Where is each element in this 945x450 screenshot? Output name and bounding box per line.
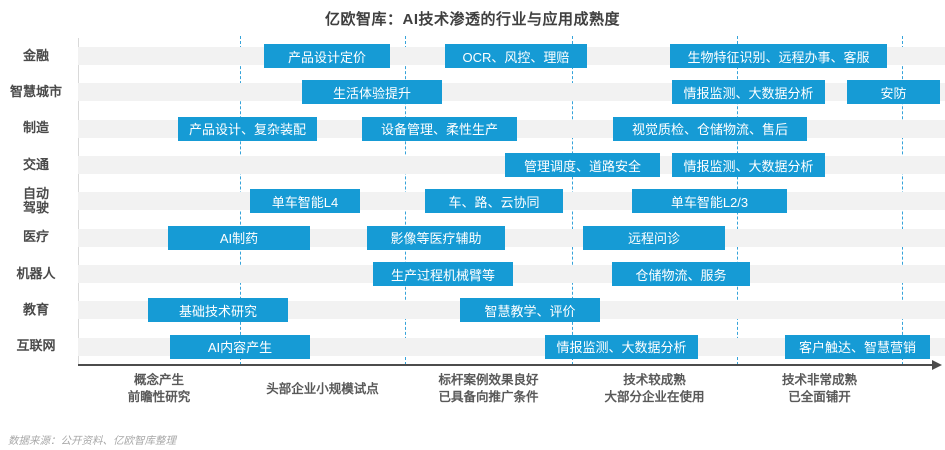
application-bar: 情报监测、大数据分析 [545, 334, 698, 359]
application-bar: 基础技术研究 [148, 298, 288, 323]
application-bar: 远程问诊 [583, 225, 725, 250]
application-bar: 车、路、云协同 [425, 189, 563, 214]
maturity-axis-line [78, 364, 934, 366]
industry-label: 教育 [22, 302, 49, 318]
axis-arrow-icon [932, 360, 942, 370]
chart-row: 金融 产品设计定价 OCR、风控、理赔 生物特征识别、远程办事、客服 [0, 38, 945, 74]
application-bar: 视觉质检、仓储物流、售后 [613, 116, 807, 141]
application-bar: 产品设计、复杂装配 [178, 116, 317, 141]
application-bar: AI制药 [168, 225, 310, 250]
application-bar: 设备管理、柔性生产 [362, 116, 517, 141]
application-bar: 生产过程机械臂等 [373, 262, 513, 287]
application-bar: OCR、风控、理赔 [445, 44, 587, 69]
stage-label: 技术较成熟 大部分企业在使用 [604, 373, 705, 404]
industry-label: 互联网 [16, 338, 56, 354]
chart-row: 交通 管理调度、道路安全情报监测、大数据分析 [0, 147, 945, 183]
application-bar: 影像等医疗辅助 [367, 225, 505, 250]
stage-labels: 概念产生 前瞻性研究 头部企业小规模试点 标杆案例效果良好 已具备向推广条件 技术较成… [0, 372, 945, 406]
application-bar: 客户触达、智慧营销 [785, 334, 930, 359]
stage-label: 概念产生 前瞻性研究 [127, 373, 191, 404]
chart-row: 智慧城市 生活体验提升 情报监测、大数据分析安防 [0, 74, 945, 110]
industry-label: 金融 [22, 47, 49, 63]
application-bar: 智慧教学、评价 [460, 298, 600, 323]
chart-row: 机器人 生产过程机械臂等 仓储物流、服务 [0, 256, 945, 292]
industry-label: 医疗 [22, 229, 49, 245]
chart-row: 互联网 AI内容产生 情报监测、大数据分析 客户触达、智慧营销 [0, 329, 945, 365]
application-bar: 管理调度、道路安全 [505, 153, 660, 178]
data-source-note: 数据来源：公开资料、亿欧智库整理 [8, 435, 176, 447]
chart-row: 医疗 AI制药 影像等医疗辅助 远程问诊 [0, 220, 945, 256]
stage-label: 头部企业小规模试点 [266, 381, 379, 396]
industry-label: 机器人 [16, 265, 56, 281]
application-bar: 单车智能L2/3 [632, 189, 787, 214]
application-bar: 情报监测、大数据分析 [672, 80, 825, 105]
stage-label: 标杆案例效果良好 已具备向推广条件 [438, 373, 539, 404]
stage-label: 技术非常成熟 已全面铺开 [781, 373, 858, 404]
application-bar: 生物特征识别、远程办事、客服 [670, 44, 887, 69]
industry-label: 自动 驾驶 [22, 185, 49, 216]
chart-row: 教育 基础技术研究 智慧教学、评价 [0, 292, 945, 328]
application-bar: 安防 [847, 80, 940, 105]
industry-label: 智慧城市 [9, 84, 62, 100]
application-bar: 单车智能L4 [250, 189, 360, 214]
application-bar: AI内容产生 [170, 334, 310, 359]
industry-label: 制造 [22, 120, 49, 136]
application-bar: 产品设计定价 [264, 44, 390, 69]
chart-row: 制造 产品设计、复杂装配 设备管理、柔性生产 视觉质检、仓储物流、售后 [0, 111, 945, 147]
application-bar: 生活体验提升 [302, 80, 442, 105]
chart-row: 自动 驾驶 单车智能L4 车、路、云协同 单车智能L2/3 [0, 183, 945, 219]
application-bar: 情报监测、大数据分析 [672, 153, 825, 178]
chart-rows: 金融 产品设计定价 OCR、风控、理赔 生物特征识别、远程办事、客服智慧城市 生活体验提… [0, 38, 945, 365]
industry-label: 交通 [22, 156, 49, 172]
application-bar: 仓储物流、服务 [612, 262, 750, 287]
page-title: 亿欧智库：AI技术渗透的行业与应用成熟度 [324, 11, 620, 28]
